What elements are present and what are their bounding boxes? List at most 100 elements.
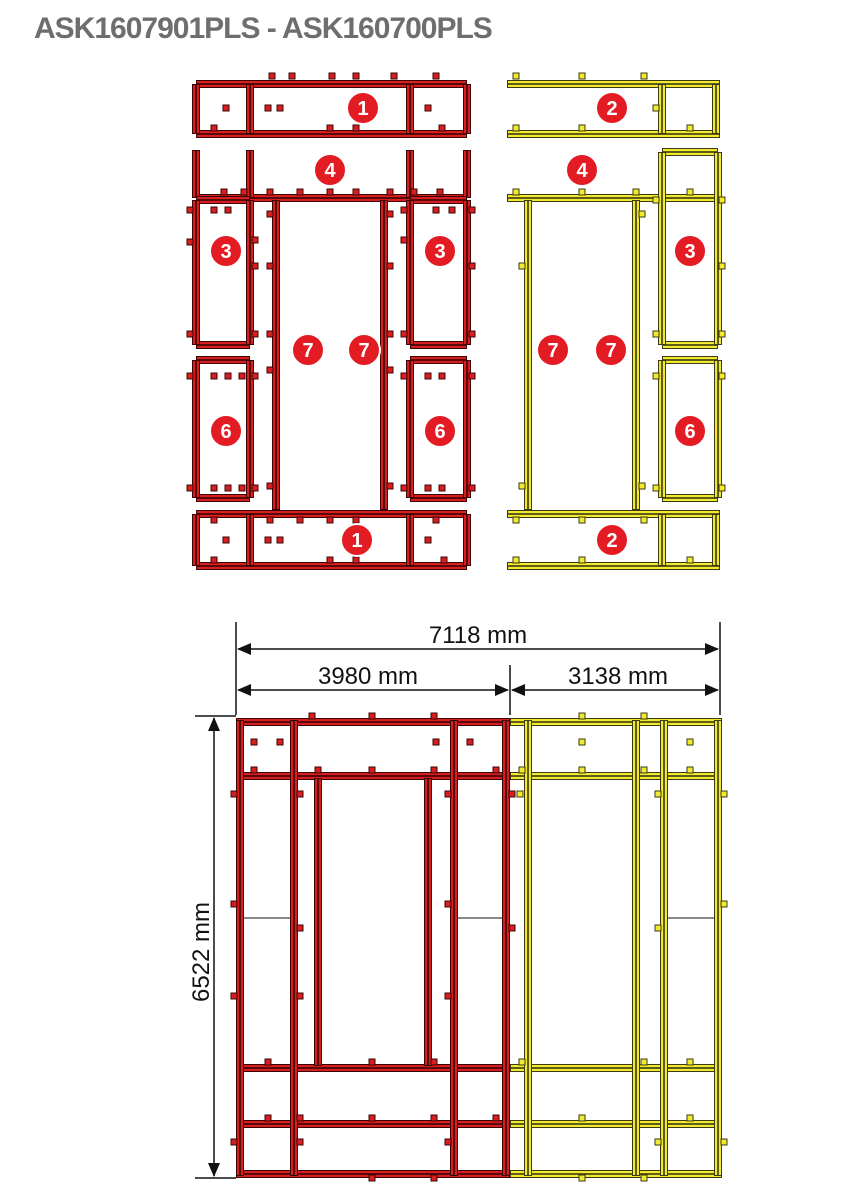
- height-label: 6522 mm: [188, 902, 215, 1002]
- part-number: 3: [434, 241, 445, 263]
- clamp: [444, 900, 452, 908]
- yellow-exploded-frame-set: [507, 72, 726, 570]
- clamp: [240, 188, 248, 196]
- clamp: [468, 330, 476, 338]
- clamp: [352, 124, 360, 132]
- clamp: [424, 104, 432, 112]
- top-beam: [662, 356, 718, 364]
- clamp: [652, 104, 660, 112]
- clamp: [518, 766, 526, 774]
- clamp: [368, 1114, 376, 1122]
- clamp: [438, 372, 446, 380]
- clamp: [512, 516, 520, 524]
- clamp: [424, 372, 432, 380]
- clamp: [720, 790, 728, 798]
- clamp: [238, 484, 246, 492]
- red-vertical-post: [290, 720, 298, 1176]
- part-7-badge-4: 7: [594, 333, 628, 367]
- clamp: [326, 124, 334, 132]
- clamp: [492, 766, 500, 774]
- clamp: [578, 72, 586, 80]
- clamp: [518, 482, 526, 490]
- yellow-horizontal-beam: [510, 1170, 722, 1178]
- right-width-label: 3138 mm: [568, 663, 668, 690]
- clamp: [640, 516, 648, 524]
- clamp: [400, 484, 408, 492]
- clamp: [516, 790, 524, 798]
- part-2-badge-top: 2: [595, 91, 629, 125]
- part-number: 7: [547, 340, 558, 362]
- bottom-beam: [507, 562, 720, 570]
- clamp: [432, 738, 440, 746]
- stub: [463, 150, 471, 198]
- clamp: [578, 738, 586, 746]
- right-post: [714, 152, 722, 345]
- clamp: [432, 72, 440, 80]
- stub: [192, 150, 200, 198]
- top-beam: [196, 510, 467, 518]
- clamp: [718, 372, 726, 380]
- clamp: [468, 206, 476, 214]
- clamp: [224, 484, 232, 492]
- clamp: [578, 516, 586, 524]
- clamp: [386, 366, 394, 374]
- clamp: [430, 1174, 438, 1182]
- divider: [658, 84, 666, 134]
- part-6-badge-right: 6: [673, 414, 707, 448]
- divider: [658, 514, 666, 566]
- left-post: [192, 514, 200, 566]
- clamp: [266, 482, 274, 490]
- clamp: [264, 1058, 272, 1066]
- yellow-part-2-top: [507, 72, 720, 138]
- clamp: [230, 790, 238, 798]
- red-part-7-left-post: [272, 200, 280, 510]
- clamp: [512, 124, 520, 132]
- clamp: [276, 104, 284, 112]
- top-beam: [662, 148, 718, 156]
- diagram-title: ASK1607901PLS - ASK160700PLS: [34, 12, 493, 45]
- yellow-part-3-right: [652, 148, 726, 349]
- clamp: [251, 372, 259, 380]
- clamp: [268, 72, 276, 80]
- clamp: [328, 72, 336, 80]
- clamp: [222, 104, 230, 112]
- clamp: [720, 900, 728, 908]
- yellow-horizontal-beam: [510, 1120, 722, 1128]
- clamp: [296, 188, 304, 196]
- clamp: [518, 1058, 526, 1066]
- red-vertical-post: [450, 720, 458, 1176]
- clamp: [266, 262, 274, 270]
- clamp: [578, 188, 586, 196]
- yellow-vertical-post: [660, 720, 668, 1176]
- clamp: [276, 536, 284, 544]
- clamp: [638, 482, 646, 490]
- right-post: [463, 200, 471, 345]
- clamp: [264, 1114, 272, 1122]
- clamp: [640, 72, 648, 80]
- bottom-beam: [410, 341, 467, 349]
- yellow-vertical-post: [632, 720, 640, 1176]
- clamp: [578, 766, 586, 774]
- stub: [246, 150, 254, 198]
- clamp: [432, 206, 440, 214]
- clamp: [718, 262, 726, 270]
- left-post: [192, 200, 200, 345]
- clamp: [266, 210, 274, 218]
- yellow-part-7-right-post: [632, 200, 640, 510]
- left-post: [658, 152, 666, 345]
- top-beam: [196, 356, 250, 364]
- clamp: [632, 188, 640, 196]
- clamp: [718, 330, 726, 338]
- part-number: 7: [358, 340, 369, 362]
- clamp: [512, 188, 520, 196]
- clamp: [686, 124, 694, 132]
- bottom-beam: [196, 562, 467, 570]
- part-number: 7: [302, 340, 313, 362]
- clamp: [512, 556, 520, 564]
- part-3-badge-right: 3: [673, 234, 707, 268]
- clamp: [266, 330, 274, 338]
- clamp: [492, 1114, 500, 1122]
- part-7-badge-3: 7: [536, 333, 570, 367]
- bottom-beam: [662, 341, 718, 349]
- clamp: [400, 206, 408, 214]
